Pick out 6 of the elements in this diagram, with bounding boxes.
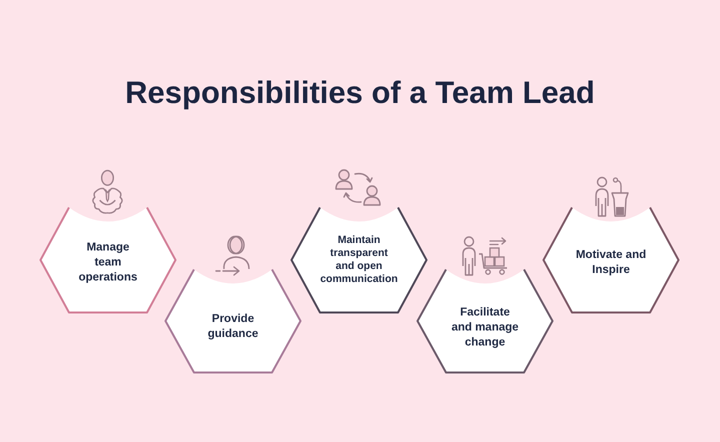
responsibility-label: Motivate and Inspire — [574, 248, 648, 278]
responsibility-label: Manage team operations — [78, 240, 138, 286]
responsibility-label: Maintain transparent and open communication — [320, 234, 398, 286]
responsibility-label: Provide guidance — [206, 312, 260, 342]
title: Responsibilities of a Team Lead — [125, 75, 595, 110]
responsibility-label: Facilitate and manage change — [450, 306, 520, 350]
